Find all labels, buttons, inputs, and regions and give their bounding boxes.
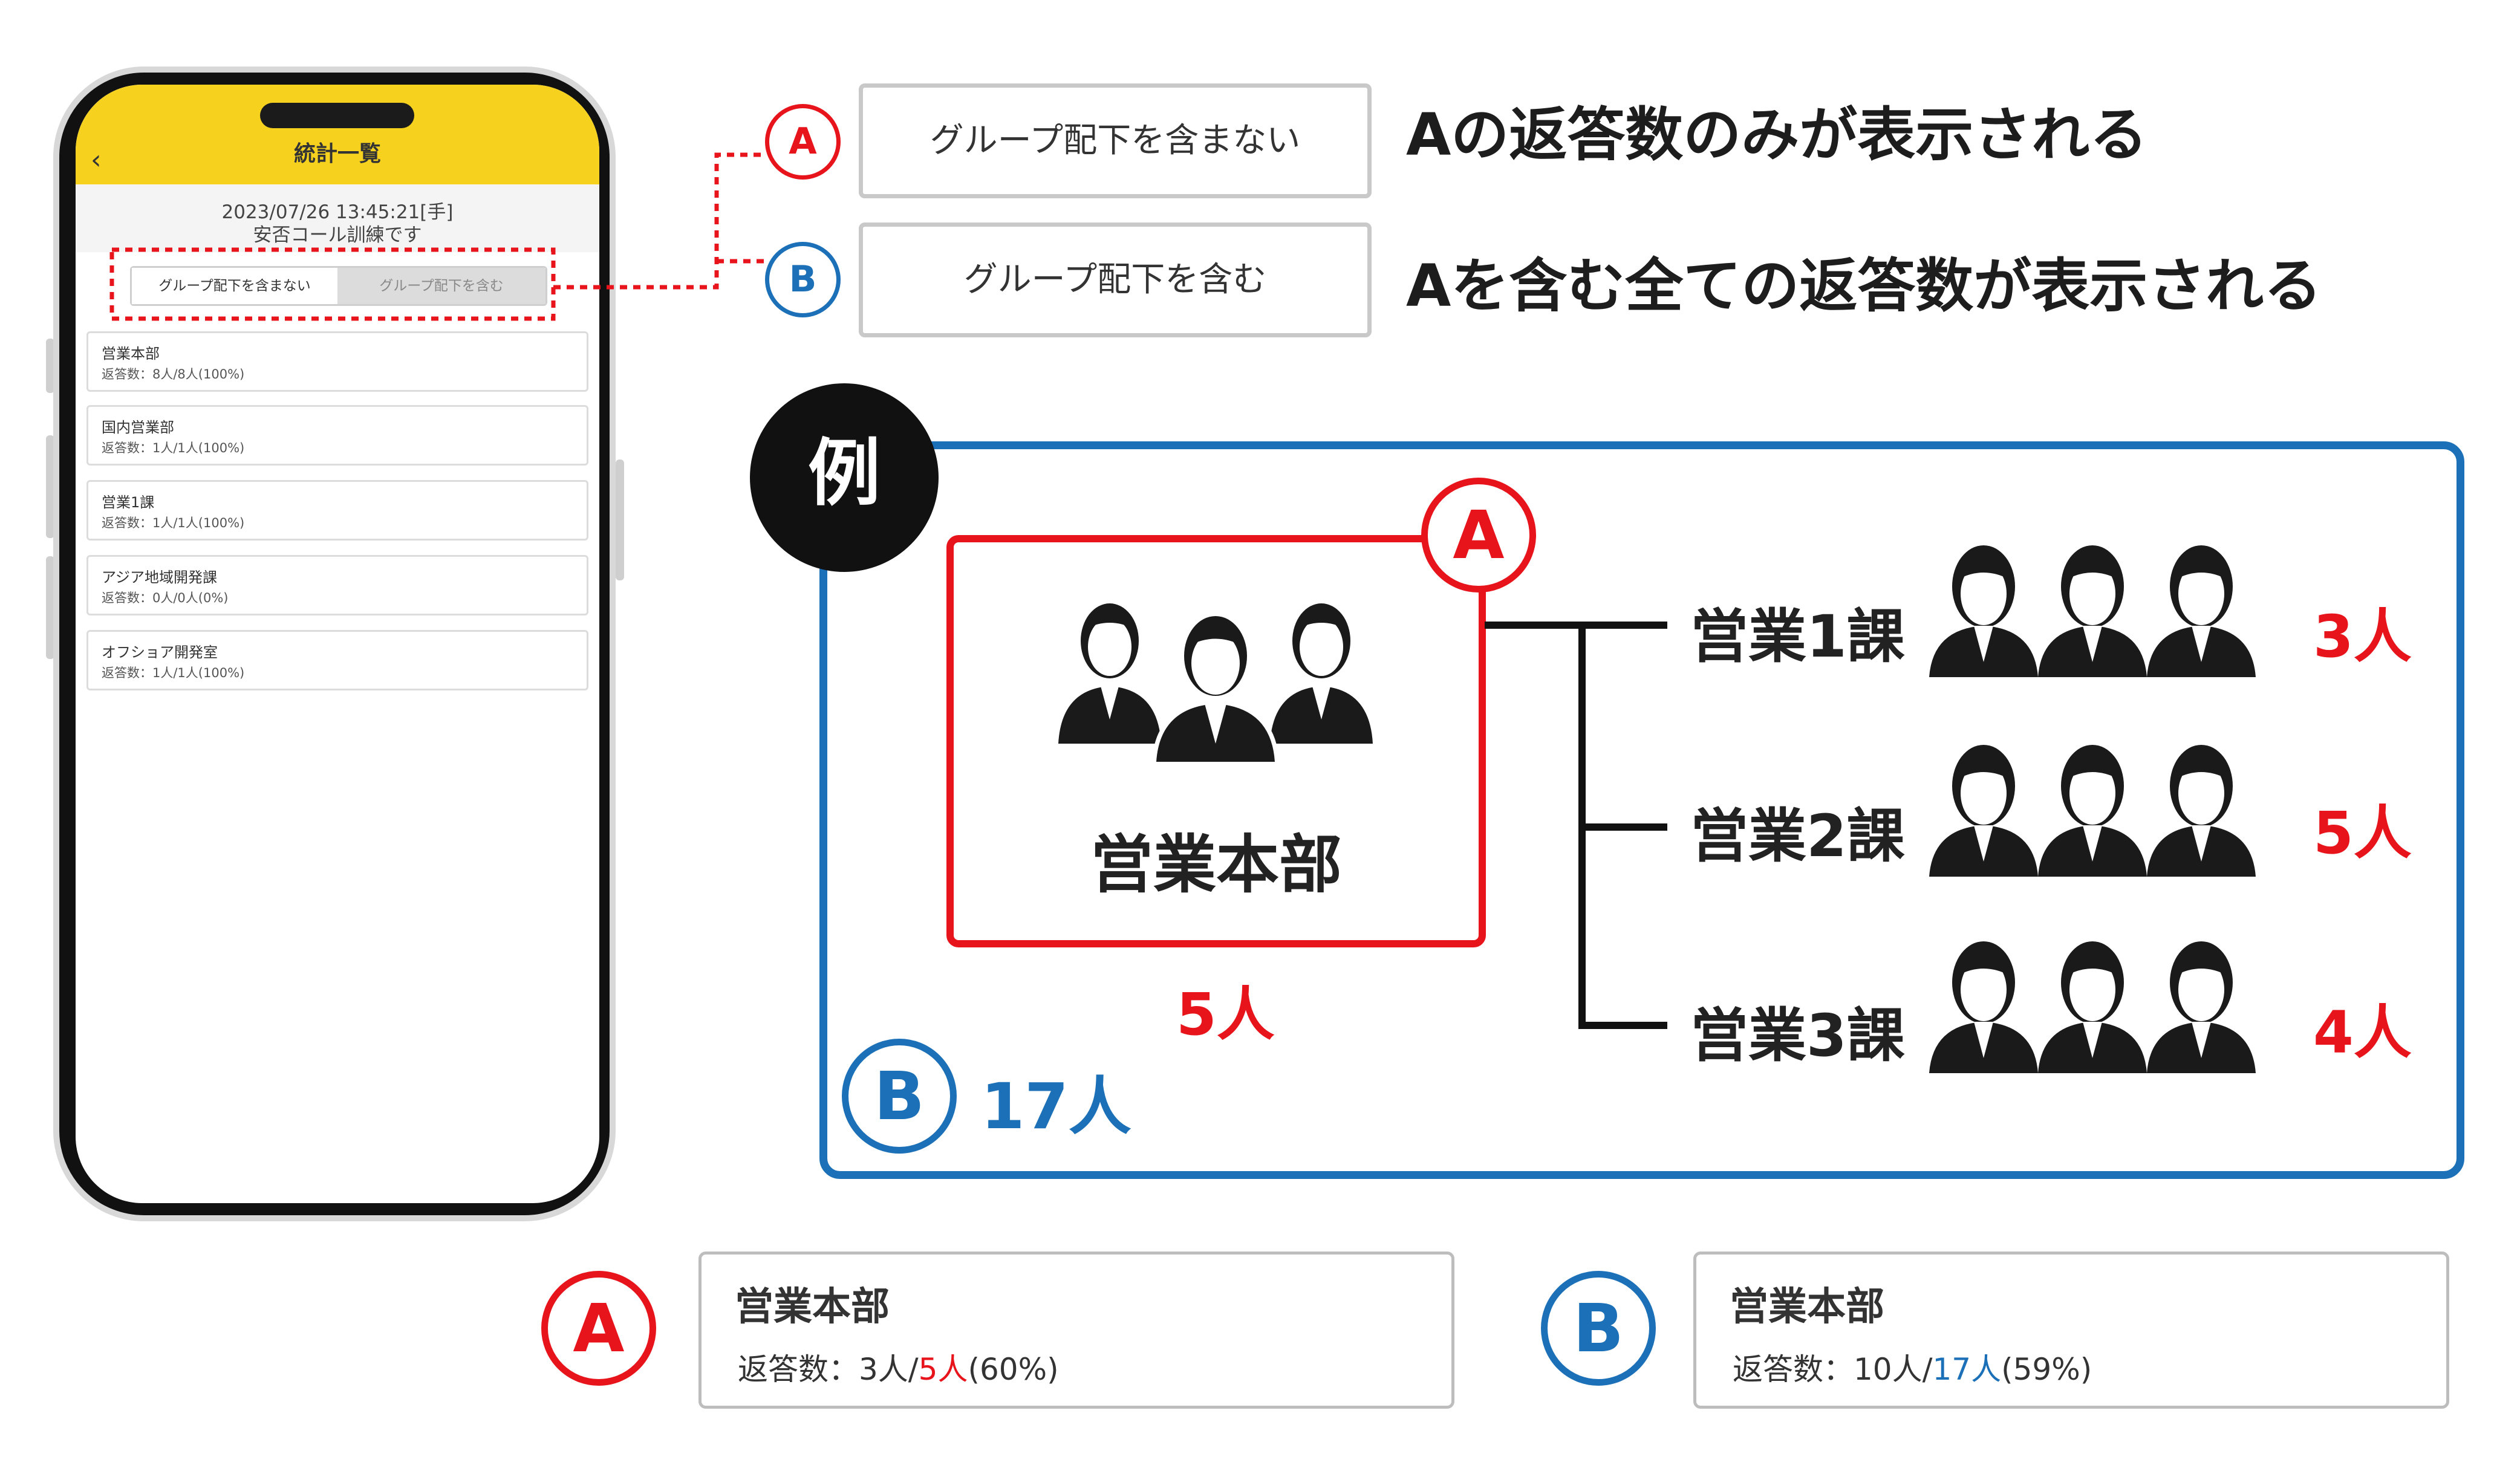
- phone-volume-up-button: [46, 435, 54, 538]
- person-icon: [2147, 545, 2256, 677]
- segment-include-subgroups[interactable]: グループ配下を含む: [337, 268, 545, 304]
- person-icon: [1929, 745, 2038, 877]
- reply-count: 返答数：8人/8人(100%): [102, 367, 245, 381]
- badge-a-example: A: [1421, 478, 1536, 593]
- group-name: 国内営業部: [102, 419, 174, 436]
- tree-connector: [1485, 622, 1667, 629]
- headquarters-label: 営業本部: [1090, 828, 1342, 901]
- list-item[interactable]: 国内営業部 返答数：1人/1人(100%): [86, 405, 588, 466]
- result-stat-suffix: (59%): [2001, 1352, 2092, 1387]
- person-icon: [1929, 941, 2038, 1073]
- example-frame: [819, 441, 2464, 1179]
- app-title: 統計一覧: [293, 141, 381, 166]
- call-message: 安否コール訓練です: [253, 224, 422, 246]
- section-count: 3人: [2313, 603, 2412, 670]
- person-icon: [1270, 603, 1373, 744]
- reply-count: 返答数：1人/1人(100%): [102, 516, 245, 530]
- example-badge: 例: [750, 383, 939, 572]
- phone-volume-down-button: [46, 556, 54, 659]
- section-label: 営業3課: [1690, 1002, 1905, 1070]
- button-exclude-subgroups: グループ配下を含まない: [859, 83, 1372, 198]
- group-name: 営業本部: [102, 345, 160, 362]
- info-bar: [76, 184, 599, 252]
- result-card-b: 営業本部 返答数：10人/17人(59%): [1693, 1252, 2449, 1409]
- headquarters-box: [946, 535, 1486, 947]
- section-people-icons: [1929, 545, 2256, 1073]
- result-stat: 返答数：3人/5人(60%): [738, 1345, 1059, 1389]
- button-include-subgroups: グループ配下を含む: [859, 222, 1372, 337]
- badge-b-result: B: [1541, 1271, 1656, 1386]
- segment-exclude-subgroups[interactable]: グループ配下を含まない: [132, 268, 337, 304]
- list-item[interactable]: 営業1課 返答数：1人/1人(100%): [86, 480, 588, 541]
- result-stat-prefix: 返答数：3人/: [738, 1352, 919, 1387]
- result-stat-total: 17人: [1932, 1352, 2002, 1387]
- date-time: 2023/07/26 13:45:21[手]: [221, 201, 454, 223]
- list-item[interactable]: 営業本部 返答数：8人/8人(100%): [86, 331, 588, 392]
- badge-b: B: [765, 242, 841, 317]
- description-b: Aを含む全ての返答数が表示される: [1406, 252, 2322, 320]
- person-icon: [2147, 745, 2256, 877]
- person-icon: [2147, 941, 2256, 1073]
- description-a: Aの返答数のみが表示される: [1406, 101, 2148, 169]
- tree-connector: [1578, 823, 1667, 831]
- person-icon: [2038, 941, 2147, 1073]
- phone-screen: ‹ 統計一覧 2023/07/26 13:45:21[手] 安否コール訓練です …: [76, 85, 599, 1203]
- group-name: オフショア開発室: [102, 644, 218, 661]
- badge-a-result: A: [541, 1271, 656, 1386]
- reply-count: 返答数：0人/0人(0%): [102, 591, 229, 605]
- result-stat-total: 5人: [918, 1352, 968, 1387]
- group-name: 営業1課: [102, 494, 155, 511]
- connector-a: [553, 152, 765, 290]
- badge-a: A: [765, 104, 841, 180]
- section-count: 4人: [2313, 999, 2412, 1067]
- result-card-a: 営業本部 返答数：3人/5人(60%): [698, 1252, 1454, 1409]
- headquarters-count: 5人: [1176, 981, 1275, 1048]
- segment-highlight-box: [109, 247, 556, 321]
- section-label: 営業1課: [1690, 603, 1905, 670]
- reply-count: 返答数：1人/1人(100%): [102, 441, 245, 455]
- section-count: 5人: [2313, 799, 2412, 867]
- person-icon: [1058, 603, 1161, 744]
- people-group-icon: [1058, 603, 1373, 762]
- phone-power-button: [616, 459, 624, 580]
- group-name: アジア地域開発課: [102, 569, 218, 586]
- tree-connector: [1578, 1022, 1667, 1029]
- badge-b-example: B: [842, 1039, 957, 1154]
- list-item[interactable]: アジア地域開発課 返答数：0人/0人(0%): [86, 555, 588, 615]
- phone-side-button: [46, 339, 54, 393]
- result-stat-prefix: 返答数：10人/: [1733, 1352, 1933, 1387]
- result-stat-suffix: (60%): [968, 1352, 1059, 1387]
- result-title: 営業本部: [1730, 1285, 1884, 1330]
- list-item[interactable]: オフショア開発室 返答数：1人/1人(100%): [86, 630, 588, 690]
- reply-count: 返答数：1人/1人(100%): [102, 666, 245, 680]
- person-icon: [2038, 545, 2147, 677]
- result-title: 営業本部: [735, 1285, 890, 1330]
- section-label: 営業2課: [1690, 802, 1905, 870]
- total-count: 17人: [981, 1070, 1131, 1143]
- result-stat: 返答数：10人/17人(59%): [1733, 1345, 2092, 1389]
- person-icon: [1152, 614, 1279, 762]
- person-icon: [1929, 545, 2038, 677]
- group-segment-control: グループ配下を含まない グループ配下を含む: [130, 266, 547, 306]
- app-header: [76, 85, 599, 184]
- phone-notch: [260, 103, 414, 128]
- back-chevron-icon[interactable]: ‹: [91, 144, 102, 175]
- person-icon: [2038, 745, 2147, 877]
